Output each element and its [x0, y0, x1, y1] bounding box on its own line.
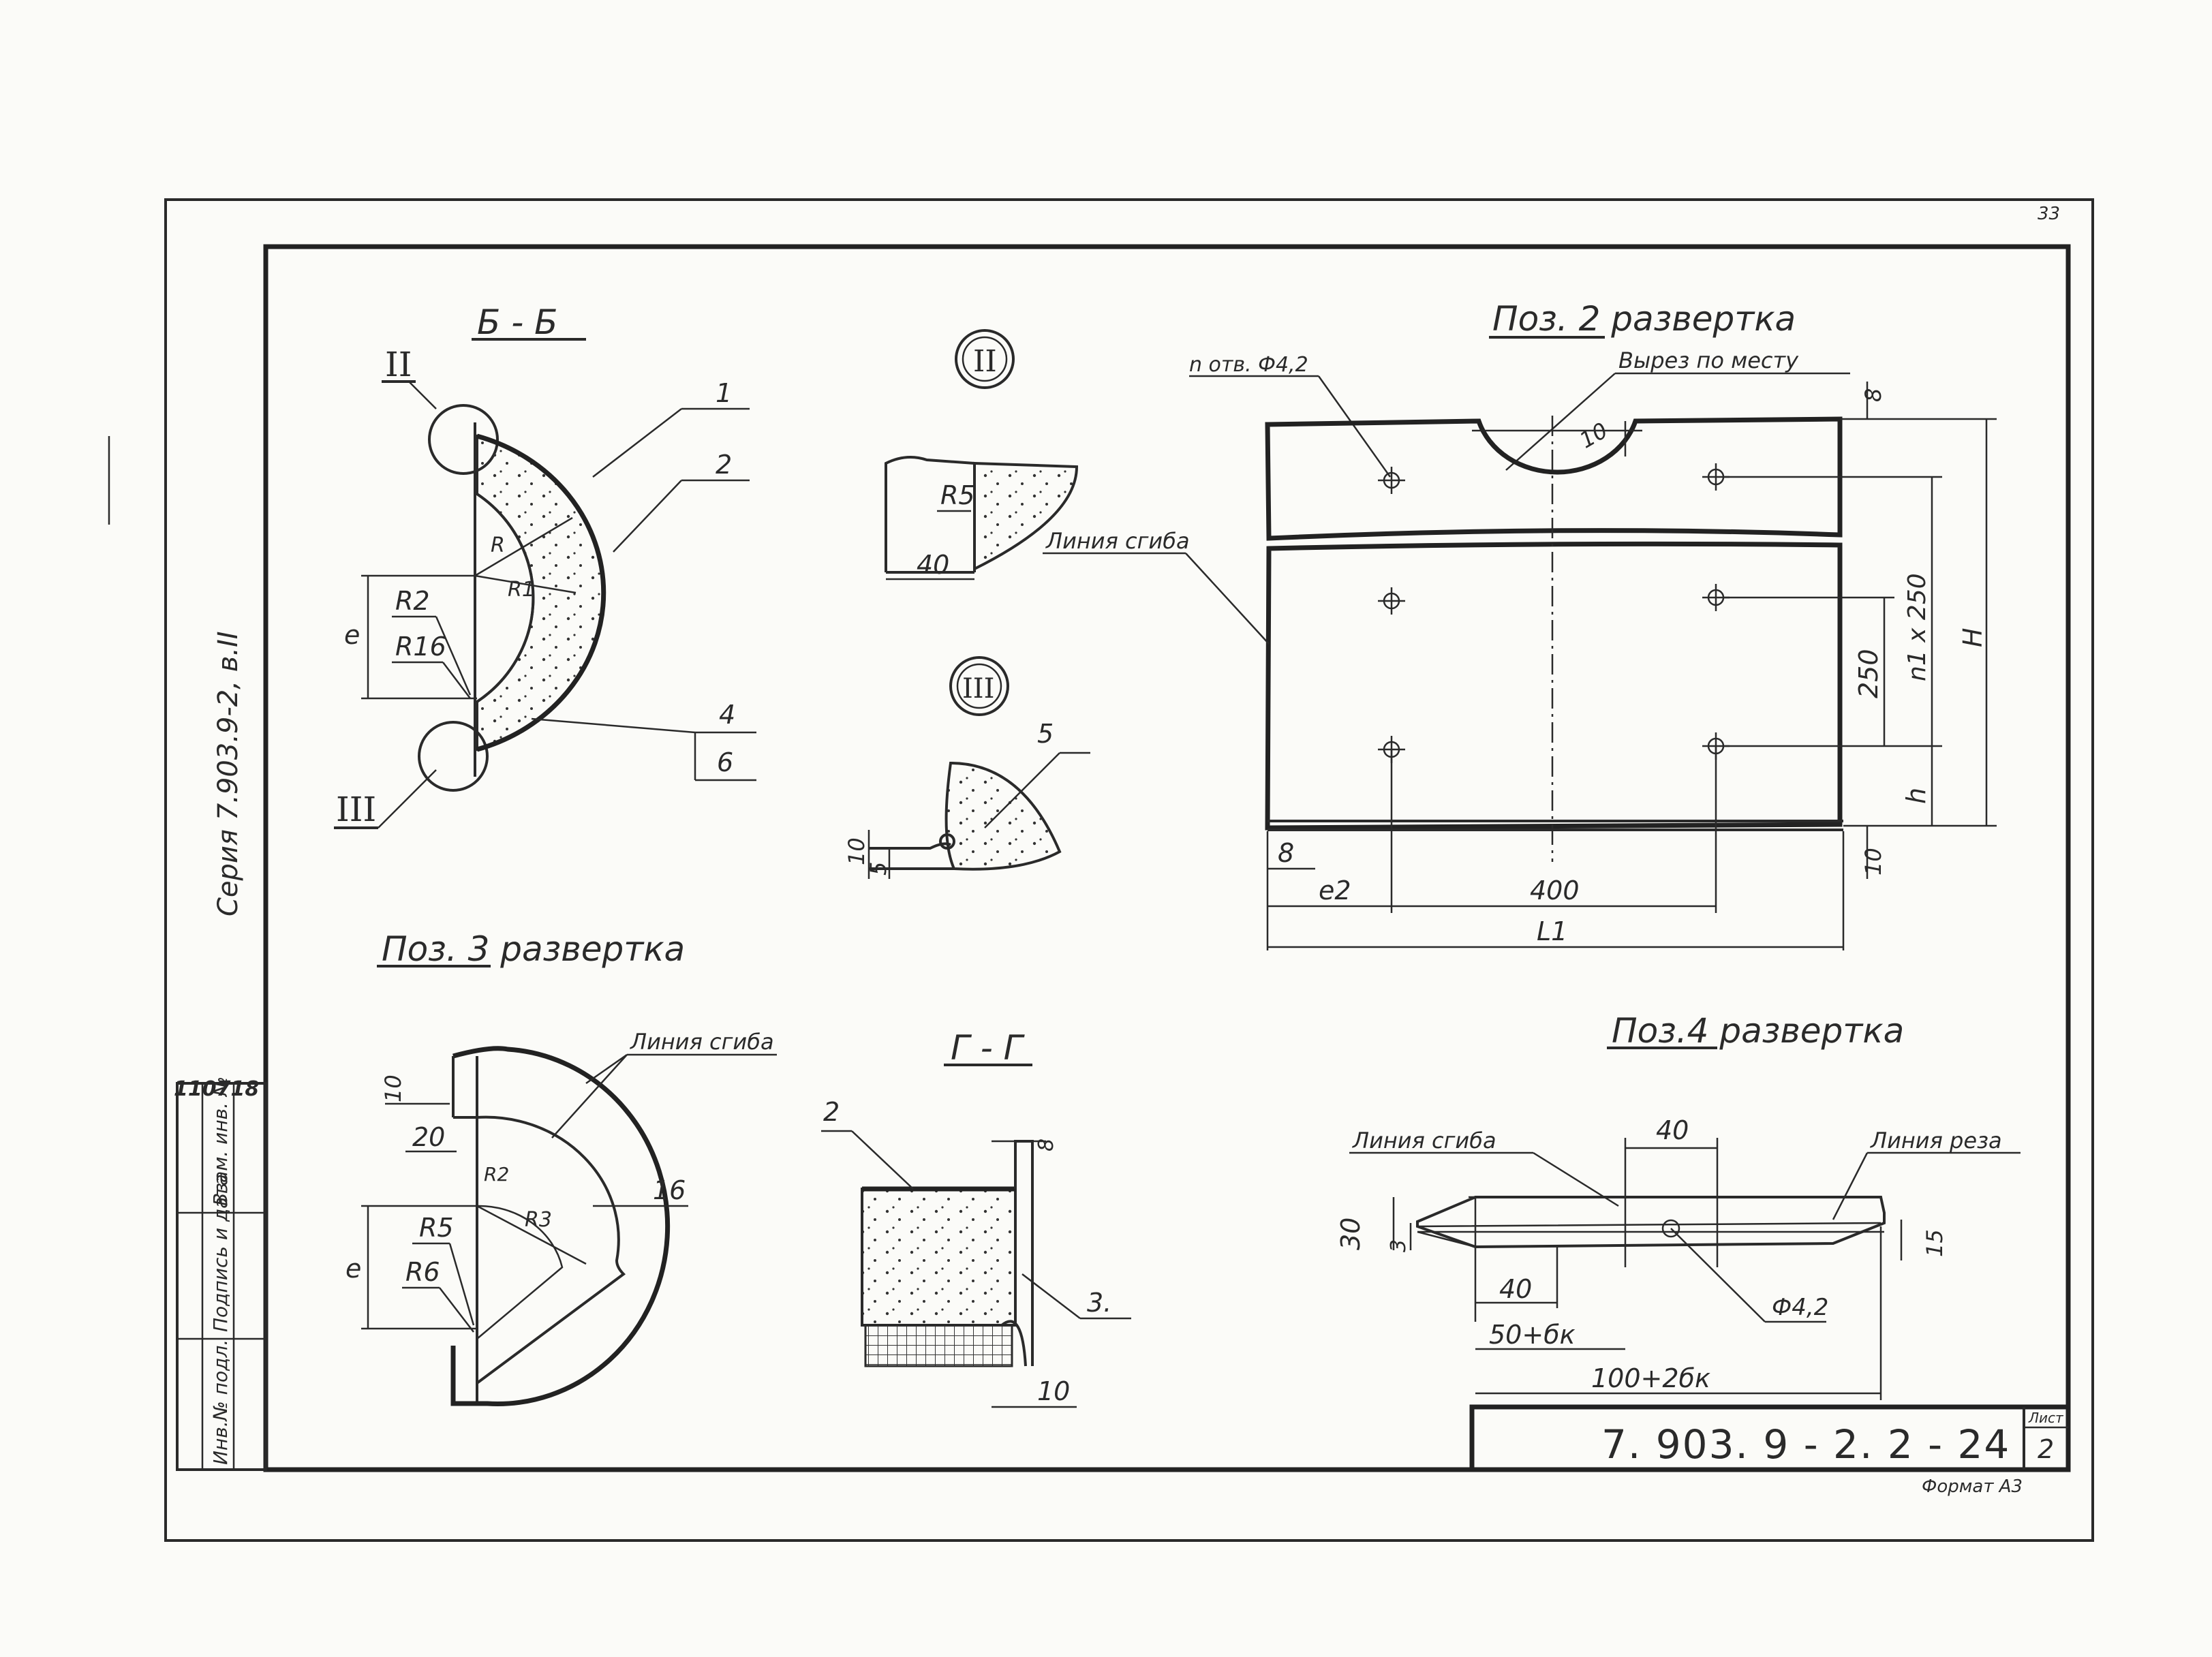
- pos4-30: 30: [1336, 1218, 1366, 1250]
- pos2-bend-label: Линия сгиба: [1045, 528, 1190, 554]
- pos2-title: Поз. 2 развертка: [1492, 299, 1796, 339]
- pos2-250: 250: [1854, 649, 1884, 698]
- series-label: Серия 7.903.9-2, в.II: [213, 631, 244, 916]
- pos4-title: Поз.4 развертка: [1612, 1011, 1904, 1051]
- bb-leader-2: 2: [716, 450, 732, 480]
- sheet-label: Лист: [2028, 1410, 2064, 1426]
- pos3-20: 20: [412, 1122, 445, 1152]
- pos4-40-top: 40: [1656, 1115, 1689, 1145]
- detail-iii-5: 5: [865, 862, 891, 876]
- pos2-l1: L1: [1537, 916, 1567, 946]
- pos2-e2: e2: [1319, 876, 1351, 905]
- pos4-hole: Ф4,2: [1772, 1294, 1828, 1321]
- pos2-cut-10: 10: [1575, 417, 1612, 453]
- sign-date-label: Подпись и дата: [209, 1174, 232, 1332]
- section-bb: Б - Б II III e R R1 R2 R16 1: [334, 303, 756, 829]
- pos3-title: Поз. 3 развертка: [382, 929, 685, 969]
- pos3-r5: R5: [419, 1213, 454, 1243]
- bb-dim-e: e: [344, 620, 360, 650]
- detail-iii-10: 10: [844, 837, 870, 865]
- stamp-number: 110718: [174, 1077, 259, 1101]
- pos2-400: 400: [1530, 876, 1580, 905]
- gg-leader-3: 3.: [1087, 1288, 1111, 1318]
- pos3-bend-label: Линия сгиба: [630, 1029, 774, 1055]
- pos4-15: 15: [1922, 1229, 1948, 1257]
- section-gg: Г - Г 8 2 3. 10: [821, 1028, 1131, 1408]
- bb-r16: R16: [395, 632, 446, 662]
- detail-ii-title: II: [973, 344, 997, 379]
- pos2-top-strip: [1265, 416, 1843, 541]
- pos2-8-left: 8: [1278, 838, 1294, 868]
- pos4-50: 50+бк: [1489, 1320, 1576, 1350]
- pos2-h-cap: H: [1958, 628, 1988, 647]
- gg-leader-2: 2: [823, 1097, 840, 1127]
- inner-frame: [263, 244, 2071, 1472]
- pos2-cutout-note: Вырез по месту: [1618, 347, 1799, 373]
- outer-frame: [164, 198, 2094, 1542]
- gg-insulation: [861, 1188, 1017, 1327]
- pos2-10-bottom: 10: [1860, 848, 1886, 876]
- pos3-unfold: Поз. 3 развертка e 10 20 R2 R3 16 R5 R6 …: [345, 929, 777, 1406]
- corner-mark: 33: [2038, 204, 2060, 224]
- bb-leader-4: 4: [719, 700, 735, 730]
- doc-code: 7. 903. 9 - 2. 2 - 24: [1601, 1421, 2010, 1468]
- pos2-8-top: 8: [1860, 388, 1886, 402]
- detail-iii: III 5 10 5: [844, 656, 1090, 879]
- detail-ii-r5: R5: [940, 480, 975, 510]
- detail-ii: II R5 40: [885, 329, 1079, 580]
- pos2-unfold: Поз. 2 развертка n отв. Ф4,2 Вырез по ме…: [1043, 299, 1997, 950]
- callout-iii-circle: [418, 721, 489, 792]
- format-label: Формат А3: [1922, 1476, 2023, 1497]
- pos4-3: 3: [1387, 1239, 1411, 1252]
- replace-inv-label: Взам. инв. №: [209, 1077, 232, 1206]
- margin-stamp: 110718 Взам. инв. № Подпись и дата Инв.№…: [174, 1077, 267, 1471]
- pos4-100: 100+2бк: [1591, 1363, 1710, 1393]
- section-gg-title: Г - Г: [951, 1028, 1026, 1068]
- pos4-40-low: 40: [1499, 1274, 1532, 1304]
- bb-r1: R1: [508, 578, 535, 602]
- pos4-unfold: Поз.4 развертка Линия сгиба Линия реза 4…: [1336, 1011, 2021, 1400]
- callout-iii-label: III: [336, 790, 376, 829]
- sheet-number: 2: [2038, 1434, 2054, 1464]
- detail-iii-title: III: [962, 673, 994, 704]
- pos2-n250: n1 x 250: [1903, 573, 1931, 681]
- pos3-10: 10: [380, 1074, 406, 1102]
- pos2-main-sheet: [1265, 541, 1843, 831]
- pos3-r2: R2: [484, 1163, 509, 1186]
- pos4-blank: [1416, 1196, 1886, 1249]
- pos3-16: 16: [653, 1175, 686, 1205]
- gg-hatch: [864, 1324, 1013, 1367]
- pos4-cut-label: Линия реза: [1870, 1128, 2002, 1153]
- pos3-e: e: [345, 1254, 361, 1284]
- bb-r: R: [491, 533, 505, 557]
- gg-10: 10: [1037, 1376, 1070, 1406]
- inv-no-label: Инв.№ подл.: [209, 1339, 232, 1465]
- pos4-bend-label: Линия сгиба: [1352, 1128, 1496, 1153]
- section-bb-title: Б - Б: [477, 303, 557, 342]
- pos2-holes: [1378, 463, 1730, 763]
- pos2-holes-note: n отв. Ф4,2: [1189, 353, 1308, 377]
- bb-insulation: [476, 434, 605, 752]
- detail-ii-40: 40: [917, 550, 949, 580]
- bb-leader-1: 1: [716, 378, 732, 408]
- title-block: 7. 903. 9 - 2. 2 - 24 Лист 2 Формат А3 3…: [1469, 204, 2071, 1497]
- pos3-outer: [450, 1046, 671, 1406]
- callout-ii-circle: [428, 404, 499, 475]
- detail-iii-body: [944, 761, 1062, 871]
- bb-leader-6: 6: [717, 747, 733, 777]
- detail-iii-leader-5: 5: [1037, 719, 1054, 749]
- detail-ii-body: [973, 461, 1079, 572]
- pos3-r6: R6: [405, 1257, 440, 1287]
- bb-r2: R2: [395, 586, 430, 616]
- callout-ii-label: II: [385, 345, 412, 384]
- pos2-h-low: h: [1901, 788, 1931, 804]
- gg-8: 8: [1034, 1139, 1058, 1151]
- pos3-r3: R3: [525, 1208, 552, 1232]
